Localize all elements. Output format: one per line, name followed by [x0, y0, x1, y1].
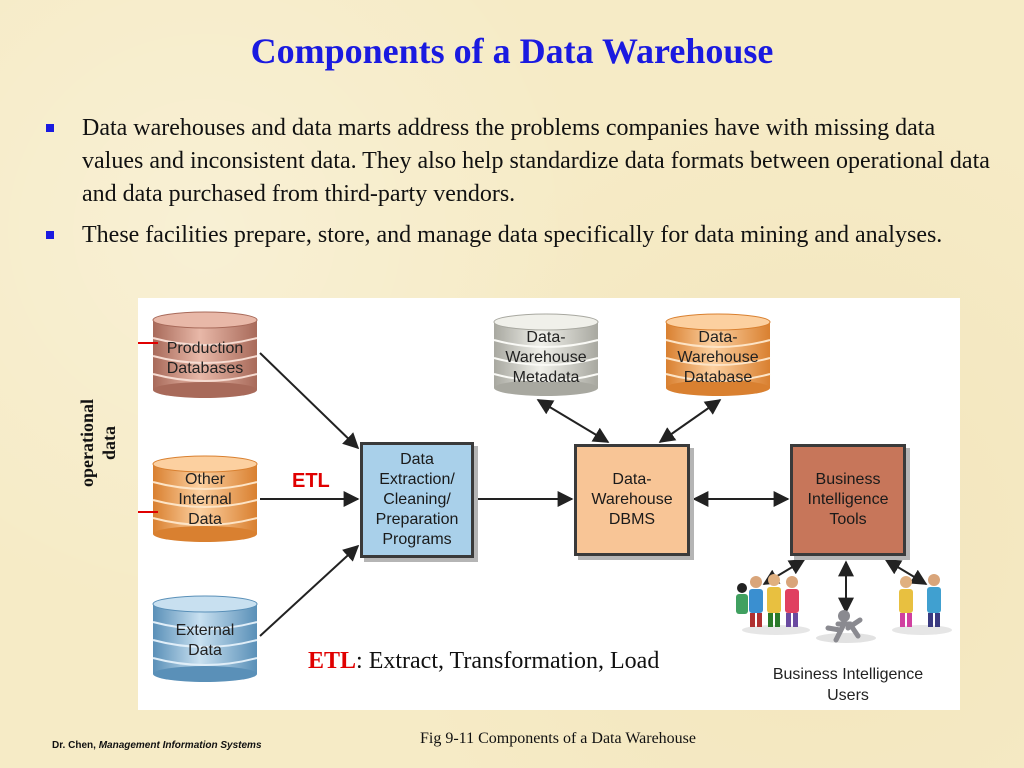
dbms-box: Data- Warehouse DBMS — [574, 444, 690, 556]
bullet-list: Data warehouses and data marts address t… — [40, 112, 1000, 260]
business-users-group-left-icon — [736, 574, 810, 635]
database-label: Data- Warehouse Database — [677, 329, 759, 386]
bullet-item: Data warehouses and data marts address t… — [40, 112, 1000, 211]
data-warehouse-diagram: Production Databases Other Internal Data… — [138, 298, 960, 710]
footer-author: Dr. Chen, — [52, 740, 99, 751]
metadata-label: Data- Warehouse Metadata — [505, 329, 587, 386]
figure-caption: Fig 9-11 Components of a Data Warehouse — [420, 730, 696, 747]
bi-tools-box: Business Intelligence Tools — [790, 444, 906, 556]
diagram-graphics — [138, 311, 952, 682]
external-data-label: External Data — [175, 622, 235, 659]
etl-expansion: : Extract, Transformation, Load — [356, 648, 660, 674]
footer-course: Management Information Systems — [98, 740, 262, 751]
production-databases-cylinder — [152, 311, 258, 398]
bi-users-label: Business Intelligence Users — [772, 666, 924, 704]
other-internal-data-label: Other Internal Data — [178, 471, 232, 528]
etl-label: ETL — [292, 470, 330, 492]
production-databases-label: Production Databases — [166, 340, 244, 377]
arrow-metadata-dbms — [536, 399, 610, 443]
etl-definition: ETL: Extract, Transformation, Load — [308, 648, 659, 675]
bullet-item: These facilities prepare, store, and man… — [40, 219, 1000, 252]
slide-footer: Dr. Chen, Management Information Systems — [52, 740, 262, 751]
other-internal-data-cylinder — [152, 455, 258, 542]
slide-title: Components of a Data Warehouse — [250, 31, 774, 71]
arrow-production-to-etl — [259, 352, 360, 450]
operational-data-text: operational data — [77, 399, 119, 487]
external-data-cylinder — [152, 595, 258, 682]
metadata-cylinder — [493, 313, 599, 396]
business-users-group-right-icon — [892, 574, 952, 635]
business-user-runner-icon — [816, 610, 876, 643]
bullet-text: These facilities prepare, store, and man… — [82, 222, 943, 248]
bullet-square-icon — [46, 231, 54, 239]
etl-programs-box: Data Extraction/ Cleaning/ Preparation P… — [360, 442, 474, 558]
bullet-text: Data warehouses and data marts address t… — [82, 115, 990, 207]
etl-term: ETL — [308, 648, 357, 674]
operational-data-label: operational data — [58, 368, 138, 518]
arrow-database-dbms — [658, 399, 722, 443]
arrow-bi-users-right — [884, 559, 928, 585]
bullet-square-icon — [46, 124, 54, 132]
database-cylinder — [665, 313, 771, 396]
arrow-external-to-etl — [259, 544, 360, 637]
